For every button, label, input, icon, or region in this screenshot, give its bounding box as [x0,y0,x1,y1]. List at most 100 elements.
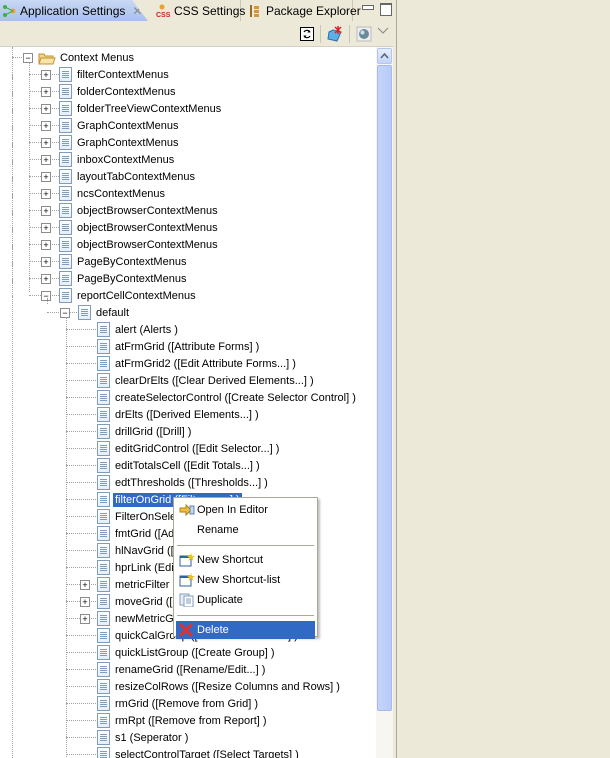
tree-node[interactable]: PageByContextMenus [75,253,188,270]
close-tab-icon[interactable]: ✕ [132,3,143,18]
view-tab-bar: Application Settings ✕ CSS CSS Settings … [0,0,393,23]
settings-tree[interactable]: − Context Menus + filterContextMenus + fol… [0,47,376,758]
tree-connector [12,245,13,266]
scroll-up-button[interactable] [377,48,392,64]
pane-sash[interactable] [393,0,396,758]
expand-toggle[interactable]: + [41,223,51,233]
expand-toggle[interactable]: + [41,121,51,131]
tree-node[interactable]: GraphContextMenus [75,134,181,151]
document-icon [97,356,110,371]
css-icon: CSS [156,4,171,19]
document-icon [59,288,72,303]
tree-leaf[interactable]: editTotalsCell ([Edit Totals...] ) [113,457,262,474]
tree-node[interactable]: filterContextMenus [75,66,171,83]
tree-node[interactable]: objectBrowserContextMenus [75,236,220,253]
expand-toggle[interactable]: + [41,206,51,216]
tree-leaf[interactable]: edtThresholds ([Thresholds...] ) [113,474,270,491]
new-item-button[interactable] [327,26,343,42]
scroll-thumb[interactable] [377,65,392,711]
tree-connector [66,482,96,483]
tab-package-explorer[interactable]: Package Explorer [244,0,361,21]
tree-node-label: objectBrowserContextMenus [77,204,218,217]
maximize-button[interactable] [380,3,392,16]
tree-node[interactable]: GraphContextMenus [75,117,181,134]
tree-leaf[interactable]: clearDrElts ([Clear Derived Elements...]… [113,372,316,389]
tree-leaf[interactable]: newMetricGrid [113,610,188,627]
tree-connector [12,57,22,58]
collapse-toggle[interactable]: − [23,53,33,63]
minimize-button[interactable] [362,5,374,10]
expand-toggle[interactable]: + [41,155,51,165]
tree-leaf[interactable]: atFrmGrid ([Attribute Forms] ) [113,338,261,355]
tree-leaf[interactable]: atFrmGrid2 ([Edit Attribute Forms...] ) [113,355,298,372]
tree-leaf[interactable]: s1 (Seperator ) [113,729,190,746]
tree-node-context-menus[interactable]: Context Menus [38,49,136,66]
tree-leaf[interactable]: metricFilter [113,576,171,593]
tree-connector [29,62,30,292]
expand-toggle[interactable]: + [41,172,51,182]
expand-toggle[interactable]: + [41,87,51,97]
tree-node-label: drillGrid ([Drill] ) [115,425,192,438]
tree-connector [66,363,96,364]
document-icon [97,696,110,711]
menu-item-delete[interactable]: Delete [176,621,315,639]
expand-toggle[interactable]: + [80,614,90,624]
tree-leaf[interactable]: renameGrid ([Rename/Edit...] ) [113,661,267,678]
tree-node[interactable]: objectBrowserContextMenus [75,219,220,236]
expand-toggle[interactable]: + [41,70,51,80]
expand-toggle[interactable]: + [41,240,51,250]
expand-toggle[interactable]: + [41,138,51,148]
tree-node[interactable]: folderContextMenus [75,83,177,100]
tree-node-default[interactable]: default [94,304,131,321]
tree-node[interactable]: objectBrowserContextMenus [75,202,220,219]
package-icon [248,4,262,18]
tree-node[interactable]: folderTreeViewContextMenus [75,100,223,117]
tree-node[interactable]: PageByContextMenus [75,270,188,287]
tree-leaf[interactable]: resizeColRows ([Resize Columns and Rows]… [113,678,342,695]
collapse-toggle[interactable]: − [41,291,51,301]
menu-item-duplicate[interactable]: Duplicate [176,591,315,609]
sphere-button[interactable] [356,26,372,42]
expand-toggle[interactable]: + [41,104,51,114]
tree-node-label: resizeColRows ([Resize Columns and Rows]… [115,680,340,693]
document-icon [97,407,110,422]
document-icon [97,662,110,677]
tree-leaf[interactable]: alert (Alerts ) [113,321,180,338]
menu-item-new-shortcut-list[interactable]: New Shortcut-list [176,571,315,589]
tree-leaf[interactable]: drillGrid ([Drill] ) [113,423,193,440]
refresh-icon [300,27,314,41]
expand-toggle[interactable]: + [80,580,90,590]
tree-leaf[interactable]: quickListGroup ([Create Group] ) [113,644,277,661]
tree-node-label: rmRpt ([Remove from Report] ) [115,714,267,727]
menu-item-new-shortcut[interactable]: New Shortcut [176,551,315,569]
expand-toggle[interactable]: + [41,189,51,199]
tab-application-settings[interactable]: Application Settings ✕ [0,0,148,21]
tree-leaf[interactable]: rmGrid ([Remove from Grid] ) [113,695,260,712]
tree-leaf[interactable]: rmRpt ([Remove from Report] ) [113,712,269,729]
tree-leaf[interactable]: selectControlTarget ([Select Targets] ) [113,746,301,758]
expand-toggle[interactable]: + [41,257,51,267]
document-icon [59,203,72,218]
tree-connector [12,126,13,147]
menu-item-rename[interactable]: Rename [176,521,315,539]
tree-node[interactable]: ncsContextMenus [75,185,167,202]
tree-leaf[interactable]: editGridControl ([Edit Selector...] ) [113,440,281,457]
menu-item-open-in-editor[interactable]: Open In Editor [176,501,315,519]
tab-css-settings[interactable]: CSS CSS Settings [153,0,245,21]
tree-node-label: folderTreeViewContextMenus [77,102,222,115]
vertical-scrollbar[interactable] [376,47,393,758]
tree-node[interactable]: reportCellContextMenus [75,287,198,304]
expand-toggle[interactable]: + [41,274,51,284]
tree-leaf[interactable]: createSelectorControl ([Create Selector … [113,389,358,406]
tree-connector [12,75,13,96]
sphere-icon [356,26,372,42]
collapse-toggle[interactable]: − [60,308,70,318]
tree-node[interactable]: layoutTabContextMenus [75,168,197,185]
expand-toggle[interactable]: + [80,597,90,607]
refresh-button[interactable] [299,26,315,42]
tree-leaf[interactable]: drElts ([Derived Elements...] ) [113,406,261,423]
view-menu-button[interactable] [377,26,389,36]
document-icon [97,322,110,337]
tree-node[interactable]: inboxContextMenus [75,151,176,168]
